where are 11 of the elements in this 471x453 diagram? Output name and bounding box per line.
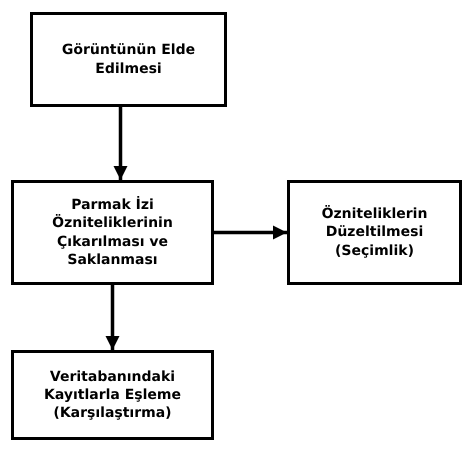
box-label: Görüntünün Elde Edilmesi xyxy=(60,41,196,78)
arrow xyxy=(114,107,128,180)
process-box xyxy=(30,12,227,107)
process-box xyxy=(11,350,214,440)
arrow xyxy=(106,285,120,350)
arrow xyxy=(214,226,287,240)
box-label: Parmak İzi Özniteliklerinin Çıkarılması ve Saklanması xyxy=(51,196,174,269)
box-label: Özniteliklerin Düzeltilmesi (Seçimlik) xyxy=(320,205,428,260)
process-box xyxy=(11,180,214,285)
box-label: Veritabanındaki Kayıtlarla Eşleme (Karşılaştırma) xyxy=(42,368,182,422)
process-box xyxy=(287,180,462,285)
